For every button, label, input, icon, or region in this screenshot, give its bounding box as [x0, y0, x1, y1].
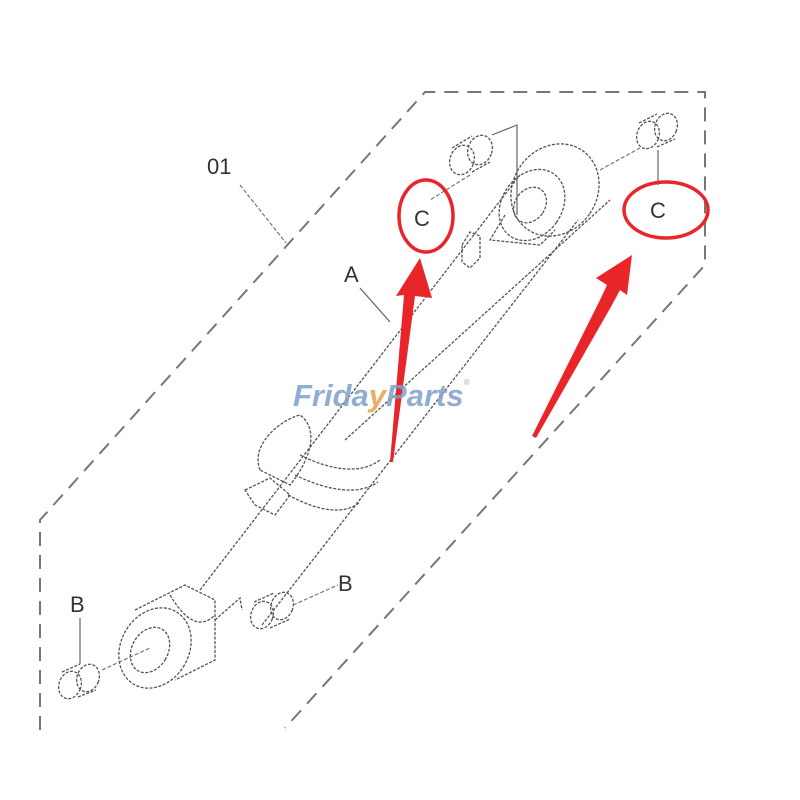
- watermark-text-part2: y: [368, 378, 387, 413]
- bushing-c-right: [635, 112, 679, 150]
- red-arrow-left-icon: [390, 258, 432, 462]
- leader-a: [359, 287, 391, 323]
- label-c-left: C: [414, 206, 430, 231]
- bushing-c-left: [448, 134, 494, 176]
- label-a: A: [344, 262, 359, 287]
- grease-fitting: [461, 231, 481, 269]
- assembly-frame: [39, 91, 706, 730]
- highlight-ellipse-c-left: [397, 178, 455, 254]
- label-c-right: C: [650, 198, 666, 223]
- bushing-b-left: [57, 663, 101, 700]
- label-b-left: B: [70, 592, 85, 617]
- red-arrow-right-icon: [532, 255, 632, 438]
- watermark-logo: FridayParts®: [293, 378, 470, 414]
- rod-collar: [244, 414, 381, 516]
- head-eye: [488, 143, 600, 246]
- base-eye: [118, 584, 243, 689]
- assembly-label-01: 01: [207, 154, 231, 179]
- leader-b-left-shaft: [101, 647, 151, 671]
- leader-c-right-shaft: [599, 147, 641, 171]
- leader-c-center: [491, 124, 518, 215]
- leader-01: [239, 184, 287, 244]
- highlight-ellipse-c-right: [622, 180, 710, 240]
- label-b-right: B: [338, 571, 353, 596]
- watermark-text-part1: Frida: [293, 378, 369, 413]
- bushing-b-right: [249, 591, 295, 630]
- leader-b-right: [292, 584, 339, 606]
- cylinder-barrel: [199, 174, 611, 626]
- watermark-text-part3: Parts: [386, 378, 464, 413]
- leader-c-left: [429, 174, 471, 201]
- watermark-registered-mark: ®: [463, 378, 470, 387]
